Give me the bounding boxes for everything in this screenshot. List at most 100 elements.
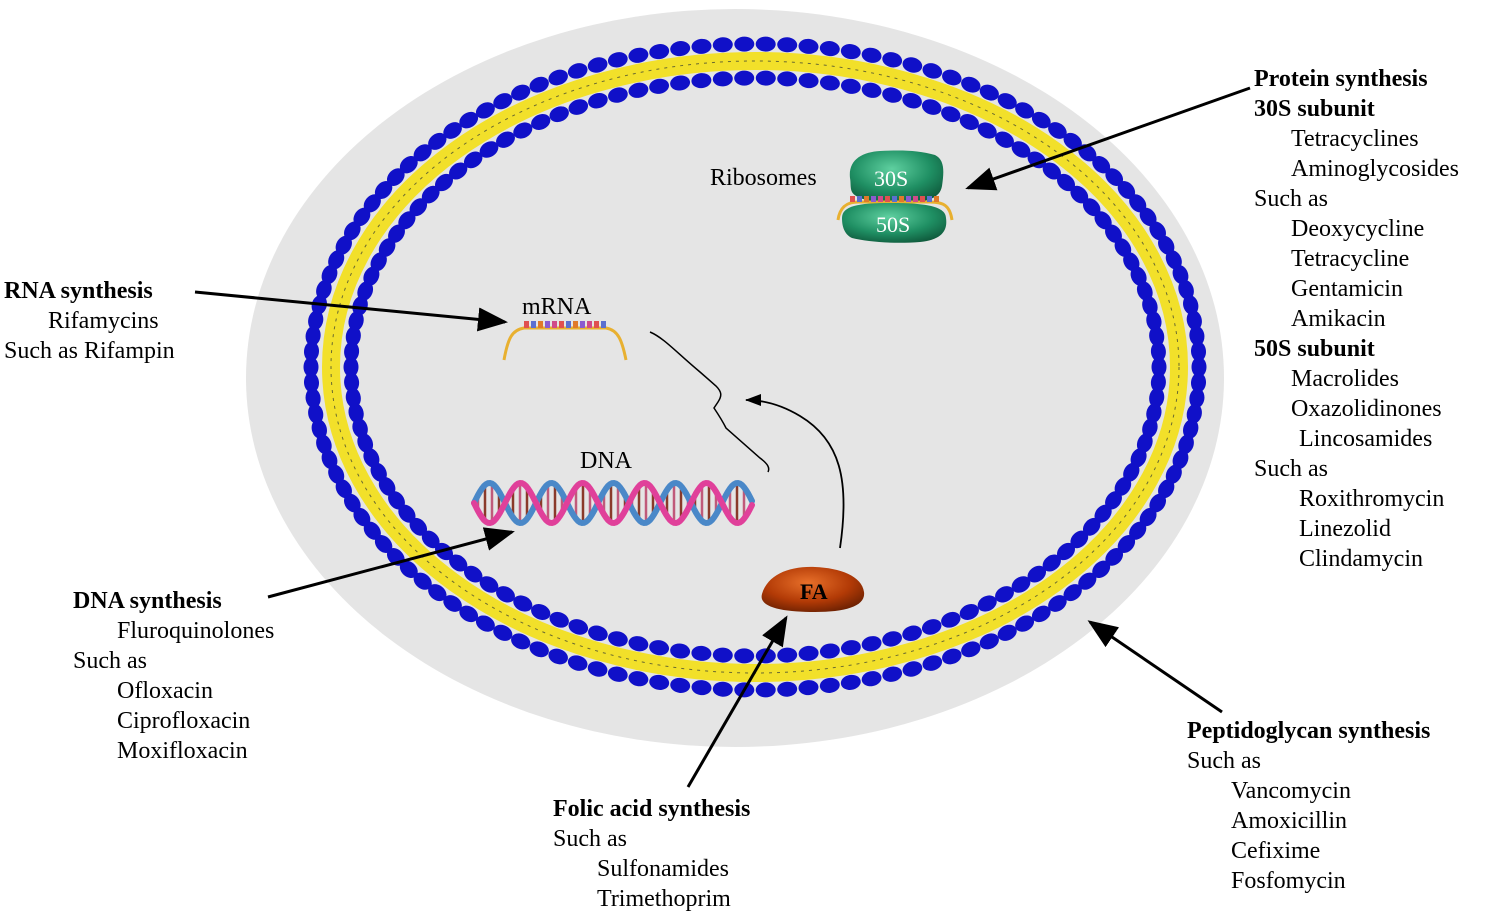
lipid-head-outer [1031,111,1051,129]
lipid-head-inner [421,530,440,549]
lipid-head-outer [1105,548,1124,566]
lipid-head-outer [1139,207,1157,227]
rna-synthesis-arrow [194,290,508,332]
lipid-head-inner [941,611,961,628]
lipid-head-outer [861,671,882,687]
ribosome-codon [857,196,862,202]
lipid-head-outer [459,605,479,623]
ribosome-codon [920,196,925,202]
lipid-head-outer [777,681,798,697]
ribosome-codon [927,196,932,202]
lipid-head-inner [370,252,387,272]
drug-example-item: Cefixime [1231,838,1321,864]
ribosome-50s-label: 50S [876,212,910,237]
lipid-head-outer [997,624,1017,641]
lipid-head-inner [734,648,755,664]
lipid-head-inner [1136,281,1153,301]
lipid-head-outer [328,250,345,270]
lipid-head-inner [977,595,997,612]
lipid-head-inner [1011,141,1031,158]
drug-example-item: Clindamycin [1299,546,1423,572]
lipid-head-inner [388,491,405,510]
peptidoglycan-synthesis-block: Peptidoglycan synthesis Such as Vancomyc… [1187,716,1430,896]
peptidoglycan-synthesis-arrow [1087,620,1223,714]
lipid-head-inner [840,78,861,94]
lipid-head-outer [628,47,649,63]
mrna-codon [559,321,564,328]
lipid-head-outer [819,677,840,693]
mrna-codon [601,321,606,328]
lipid-head-inner [1105,491,1122,510]
lipid-head-inner [568,619,589,635]
lipid-head-outer [303,341,320,362]
lipid-head-inner [755,70,776,86]
lipid-head-outer [459,111,479,129]
drug-example-item: Such as Rifampin [4,338,175,364]
lipid-head-outer [343,493,361,513]
lipid-head-outer [305,388,321,409]
lipid-head-outer [529,641,549,658]
lipid-head-inner [1105,224,1122,243]
lipid-head-outer [1063,584,1082,602]
lipid-head-inner [1042,554,1061,572]
drug-example-item: Ciprofloxacin [117,708,251,734]
folic-acid-synthesis-arrow [686,615,788,788]
drug-example-item: Amikacin [1291,306,1386,332]
lipid-head-outer [303,357,319,377]
lipid-head-inner [1123,252,1140,272]
lipid-head-inner [959,114,979,130]
lipid-head-inner [902,625,922,642]
lipid-head-inner [628,636,649,652]
lipid-head-inner [921,99,942,115]
lipid-head-inner [1056,542,1076,561]
lipid-head-outer [607,52,628,68]
lipid-head-inner [1042,162,1061,180]
lipid-head-outer [1165,464,1182,484]
mrna-codon [538,321,543,328]
folic-acid-synthesis-heading: Folic acid synthesis [553,796,751,822]
lipid-head-inner [345,326,361,347]
lipid-head-inner [777,71,798,87]
lipid-head-outer [649,44,670,60]
lipid-head-outer [308,403,324,424]
lipid-head-outer [353,507,371,527]
lipid-head-outer [1092,560,1111,579]
lipid-head-outer [1165,250,1182,270]
lipid-head-outer [374,535,393,553]
cytoplasm [246,9,1224,747]
mrna-codon [587,321,592,328]
lipid-head-inner [995,131,1014,148]
drug-example-item: Sulfonamides [597,856,729,882]
lipid-head-inner [370,462,387,482]
subunit-50s-heading: 50S subunit [1254,336,1375,362]
lipid-head-inner [398,504,416,523]
lipid-head-outer [882,666,903,682]
ribosomes-label: Ribosomes [710,165,817,191]
peptidoglycan-synthesis-heading: Peptidoglycan synthesis [1187,718,1431,744]
lipid-head-inner [777,647,798,663]
lipid-head-outer [386,168,405,186]
lipid-head-inner [378,238,396,257]
lipid-head-inner [941,106,961,123]
lipid-head-inner [670,643,691,659]
lipid-head-outer [399,155,418,174]
lipid-head-inner [1150,341,1166,362]
lipid-head-outer [1117,181,1136,199]
lipid-head-inner [343,357,359,377]
ribosome-codon [878,196,883,202]
lipid-head-inner [1142,418,1158,438]
lipid-head-inner [712,647,733,663]
lipid-head-inner [1146,311,1162,331]
lipid-head-inner [1070,530,1089,549]
lipid-head-inner [798,645,819,661]
lipid-head-outer [961,641,981,658]
lipid-head-inner [649,78,670,94]
lipid-head-outer [475,615,495,632]
folic-acid-label: FA [800,579,828,604]
lipid-head-inner [1149,326,1165,347]
lipid-head-outer [1158,235,1175,255]
lipid-head-outer [1172,449,1189,470]
lipid-head-outer [755,682,776,698]
lipid-head-outer [363,194,381,213]
lipid-head-inner [649,640,670,656]
